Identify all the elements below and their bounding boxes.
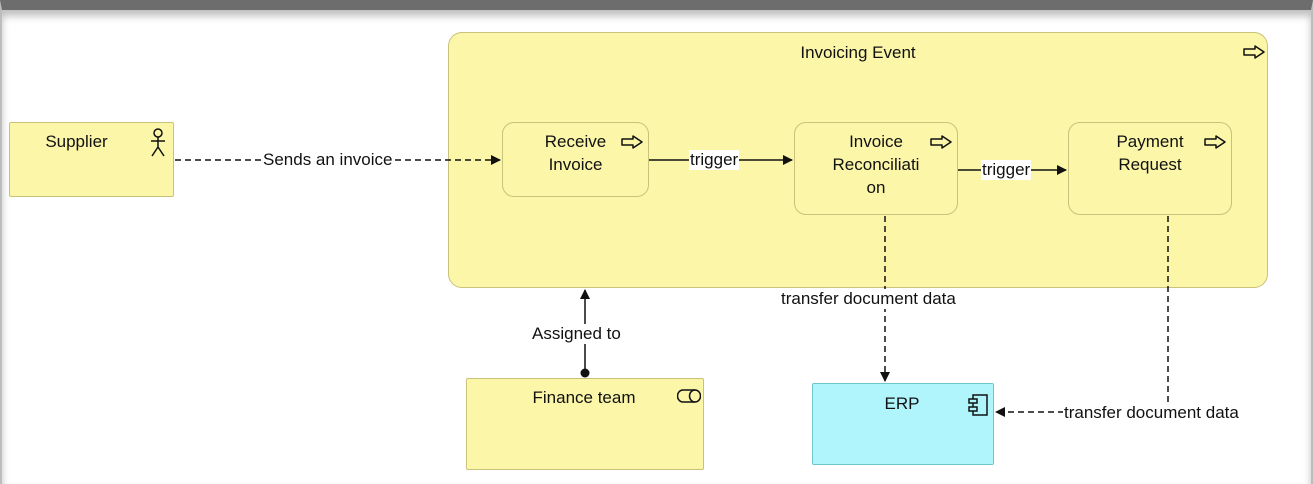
node-payment-request[interactable]: Payment Request xyxy=(1068,122,1232,215)
label-trigger-2: trigger xyxy=(981,160,1032,180)
label-sends-invoice: Sends an invoice xyxy=(262,150,394,170)
event-arrow-icon xyxy=(1243,45,1265,59)
node-receive-invoice[interactable]: Receive Invoice xyxy=(502,122,649,197)
label-assigned-to: Assigned to xyxy=(531,324,622,344)
component-icon xyxy=(968,394,988,416)
event-arrow-icon xyxy=(621,135,643,149)
actor-icon xyxy=(151,128,165,157)
label-transfer-2: transfer document data xyxy=(1063,403,1240,423)
node-finance-team[interactable]: Finance team xyxy=(466,378,704,470)
label-trigger-1: trigger xyxy=(689,150,740,170)
assignment-dot xyxy=(580,368,590,378)
event-arrow-icon xyxy=(1204,135,1226,149)
finance-team-label: Finance team xyxy=(532,388,636,407)
label-transfer-1: transfer document data xyxy=(780,289,957,309)
node-supplier[interactable]: Supplier xyxy=(9,122,174,197)
supplier-label: Supplier xyxy=(45,132,108,151)
erp-label: ERP xyxy=(884,394,920,413)
payment-request-label: Payment Request xyxy=(1116,132,1184,174)
edge-transfer-2[interactable] xyxy=(995,216,1169,417)
invoice-reconciliation-label: Invoice Reconciliati on xyxy=(832,132,920,197)
node-invoice-reconciliation[interactable]: Invoice Reconciliati on xyxy=(794,122,958,215)
node-erp[interactable]: ERP xyxy=(812,383,994,465)
event-arrow-icon xyxy=(930,135,952,149)
invoicing-event-label: Invoicing Event xyxy=(800,43,916,62)
receive-invoice-label: Receive Invoice xyxy=(544,132,607,174)
role-icon xyxy=(677,389,701,403)
